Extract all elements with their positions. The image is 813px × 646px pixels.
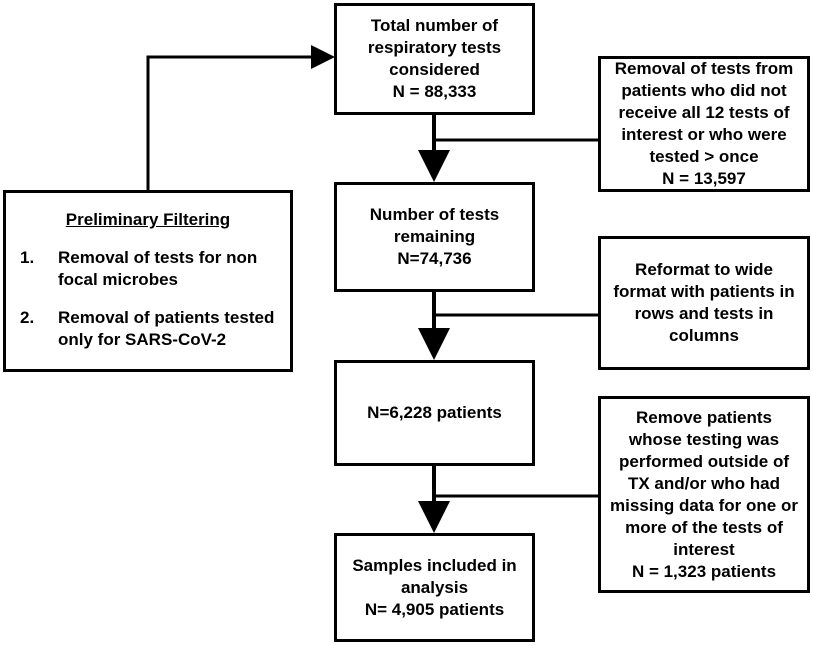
box-line: Removal of tests from (614, 59, 794, 78)
box-line: Reformat to wide (635, 260, 773, 279)
box-line: N=6,228 patients (367, 403, 502, 422)
list-item-number: 1. (20, 248, 35, 267)
list-item: 2. Removal of patients tested only for S… (20, 307, 276, 351)
list-item: 1. Removal of tests for non focal microb… (20, 247, 276, 291)
box-line: N=74,736 (397, 249, 472, 268)
connector-prelim-to-total (146, 45, 335, 190)
list-item-text: Removal of patients tested only for SARS… (58, 308, 275, 349)
box-line: whose testing was (628, 429, 780, 449)
box-line: tested > once (649, 147, 759, 166)
box-line: missing data for one or (610, 495, 798, 515)
box-line: interest or who were (621, 125, 787, 144)
box-line: N = 13,597 (662, 169, 746, 188)
total-tests-box: Total number of respiratory tests consid… (334, 3, 535, 115)
box-line: patients who did not (621, 81, 787, 100)
tests-remaining-box: Number of tests remaining N=74,736 (334, 182, 535, 292)
box-line: columns (669, 326, 739, 345)
samples-included-box: Samples included in analysis N= 4,905 pa… (334, 533, 535, 642)
box-line: N = 1,323 patients (631, 561, 777, 581)
list-item-text: Removal of tests for non focal microbes (58, 248, 258, 289)
box-line: Total number of (370, 16, 499, 35)
preliminary-filtering-box: Preliminary Filtering 1. Removal of test… (3, 190, 293, 372)
list-item-number: 2. (20, 308, 35, 327)
box-line: rows and tests in (634, 304, 774, 323)
remove-patients-box: Remove patients whose testing was perfor… (598, 396, 810, 593)
patients-count-box: N=6,228 patients (334, 360, 535, 466)
box-line: N = 88,333 (392, 82, 477, 101)
box-line: considered (389, 60, 480, 79)
box-line: performed outside of (618, 451, 789, 471)
box-line: interest (673, 539, 735, 559)
box-line: analysis (400, 577, 469, 597)
preliminary-filtering-title: Preliminary Filtering (65, 210, 231, 229)
removal-incomplete-tests-box: Removal of tests from patients who did n… (598, 56, 810, 192)
box-line: N= 4,905 patients (364, 599, 505, 619)
box-line: Number of tests (369, 205, 500, 224)
box-line: format with patients in (613, 282, 795, 301)
box-line: TX and/or who had (627, 473, 781, 493)
box-line: Remove patients (635, 407, 773, 427)
box-line: remaining (393, 227, 476, 246)
box-line: more of the tests of (625, 517, 783, 537)
box-line: receive all 12 tests of (618, 103, 790, 122)
box-line: Samples included in (352, 555, 517, 575)
reformat-box: Reformat to wide format with patients in… (598, 236, 810, 370)
box-line: respiratory tests (367, 38, 502, 57)
